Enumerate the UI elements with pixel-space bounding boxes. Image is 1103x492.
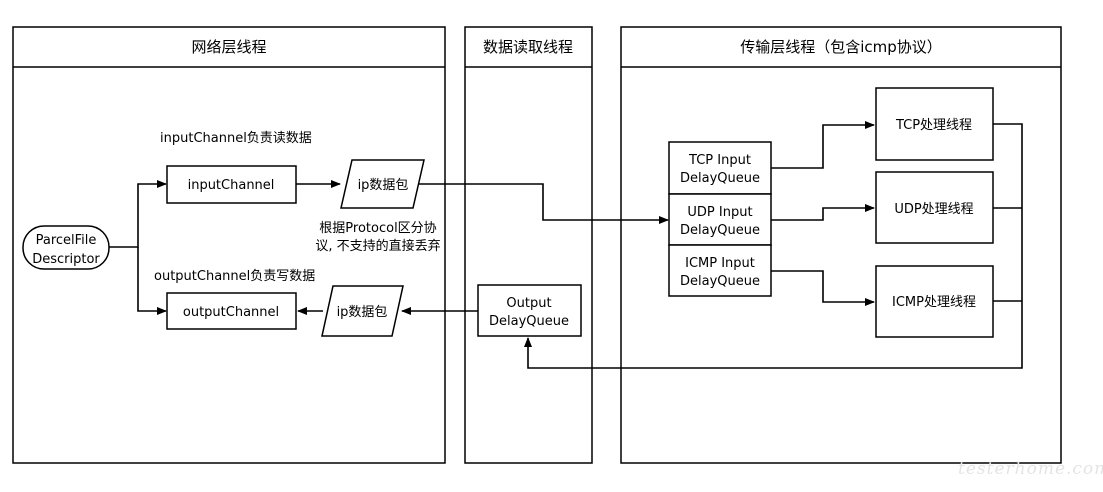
svg-text:ip数据包: ip数据包 [358, 178, 409, 193]
node-icmp-thread: ICMP处理线程 [875, 265, 994, 338]
lane-network-title: 网络层线程 [191, 38, 266, 56]
svg-text:UDP Input: UDP Input [687, 205, 752, 220]
lane-reader: 数据读取线程 [464, 26, 593, 464]
svg-text:outputChannel: outputChannel [183, 305, 279, 320]
svg-text:ParcelFile: ParcelFile [36, 233, 97, 248]
svg-text:DelayQueue: DelayQueue [680, 274, 760, 289]
node-output-channel: outputChannel [166, 292, 297, 330]
svg-text:DelayQueue: DelayQueue [489, 314, 569, 329]
edge-udp-queue-to-thread [771, 204, 875, 221]
annotation-protocol-line1: 根据Protocol区分协 [319, 221, 436, 236]
node-tcp-thread: TCP处理线程 [875, 87, 994, 161]
svg-text:DelayQueue: DelayQueue [680, 171, 760, 186]
svg-text:ICMP处理线程: ICMP处理线程 [892, 295, 976, 310]
annotation-protocol-line2: 议, 不支持的直接丢弃 [315, 238, 440, 254]
node-tcp-input-queue: TCP Input DelayQueue [668, 141, 772, 195]
svg-text:ip数据包: ip数据包 [337, 305, 388, 320]
edge-tcp-queue-to-thread [771, 121, 875, 169]
edges [108, 121, 1023, 369]
annotation-output-channel: outputChannel负责写数据 [154, 269, 315, 284]
node-input-channel: inputChannel [166, 165, 297, 204]
svg-text:inputChannel: inputChannel [188, 178, 275, 193]
node-ip-packet-in: ip数据包 [340, 159, 425, 209]
svg-text:Descriptor: Descriptor [32, 252, 100, 267]
svg-text:UDP处理线程: UDP处理线程 [894, 202, 973, 217]
edge-icmp-queue-to-thread [771, 270, 875, 306]
node-parcel-fd: ParcelFile Descriptor [22, 225, 110, 270]
svg-text:DelayQueue: DelayQueue [680, 223, 760, 238]
lane-reader-title: 数据读取线程 [483, 38, 573, 56]
annotation-input-channel: inputChannel负责读数据 [160, 131, 312, 146]
node-ip-packet-out: ip数据包 [321, 285, 404, 337]
node-icmp-input-queue: ICMP Input DelayQueue [668, 244, 772, 297]
node-udp-input-queue: UDP Input DelayQueue [668, 193, 772, 246]
edge-packet-to-udp-queue [416, 183, 669, 224]
svg-text:TCP Input: TCP Input [688, 153, 751, 168]
watermark: testerhome.com [958, 459, 1103, 479]
node-udp-thread: UDP处理线程 [875, 171, 994, 244]
svg-text:Output: Output [506, 296, 551, 311]
edge-threads-return [524, 123, 1023, 369]
edge-fd-to-output [137, 247, 167, 315]
lane-transport-title: 传输层线程（包含icmp协议） [740, 38, 942, 56]
svg-text:TCP处理线程: TCP处理线程 [895, 118, 972, 133]
svg-text:ICMP Input: ICMP Input [685, 256, 755, 271]
node-output-delay-queue: Output DelayQueue [477, 284, 582, 337]
edge-fd-to-input [108, 180, 167, 248]
